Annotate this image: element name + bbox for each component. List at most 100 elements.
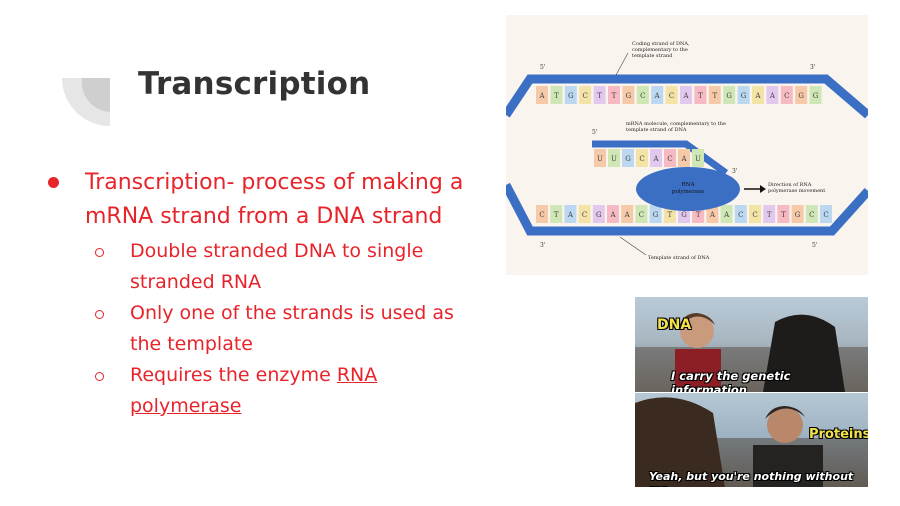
template-strand-base-letter: T bbox=[781, 211, 786, 219]
meme-bottom-scene bbox=[635, 397, 868, 487]
three-prime-top-right: 3' bbox=[810, 64, 816, 71]
template-strand-base-bg bbox=[607, 205, 619, 223]
mrna-base-letter: U bbox=[597, 155, 603, 163]
coding-strand-base-bg bbox=[694, 86, 707, 104]
coding-strand-base-letter: C bbox=[583, 92, 588, 100]
coding-strand-base-bg bbox=[780, 86, 793, 104]
template-strand-base-letter: G bbox=[596, 211, 602, 219]
template-strand-label: Template strand of DNA bbox=[648, 255, 710, 261]
bullet-dot bbox=[48, 177, 59, 188]
meme-bottom-panel: Proteins Yeah, but you're nothing withou… bbox=[635, 392, 868, 487]
template-strand-base-letter: C bbox=[752, 211, 757, 219]
coding-strand-base-letter: T bbox=[554, 92, 559, 100]
sub-bullet-text-prefix: Requires the enzyme bbox=[130, 364, 337, 386]
coding-strand-base-bg bbox=[723, 86, 736, 104]
template-strand-base-bg bbox=[777, 205, 790, 223]
mrna-base-letter: C bbox=[639, 155, 644, 163]
template-strand-base-bg bbox=[763, 205, 776, 223]
mrna-base-bg bbox=[636, 149, 648, 167]
mrna-base-bg bbox=[664, 149, 676, 167]
mrna-base-bg bbox=[678, 149, 690, 167]
template-strand-base-letter: T bbox=[767, 211, 772, 219]
bullet-list: Transcription- process of making a mRNA … bbox=[48, 166, 468, 422]
coding-strand-base-letter: T bbox=[612, 92, 617, 100]
sub-bullet-item: Requires the enzyme RNA polymerase bbox=[95, 360, 468, 422]
coding-strand-base-bg bbox=[651, 86, 664, 104]
coding-strand-base-letter: A bbox=[682, 92, 689, 100]
coding-strand-base-bg bbox=[766, 86, 779, 104]
coding-strand-base-letter: T bbox=[712, 92, 717, 100]
dna-proteins-meme: DNA I carry the genetic information Prot… bbox=[635, 297, 868, 487]
arrow-head bbox=[760, 185, 766, 193]
mrna-base-bg bbox=[650, 149, 662, 167]
template-strand-base-bg bbox=[578, 205, 591, 223]
template-strand-base-bg bbox=[734, 205, 747, 223]
coding-strand-base-bg bbox=[708, 86, 721, 104]
coding-strand-base-bg bbox=[593, 86, 606, 104]
five-prime-top-left: 5' bbox=[540, 64, 546, 71]
mrna-base-letter: U bbox=[611, 155, 617, 163]
mrna-base-bg bbox=[608, 149, 620, 167]
coding-strand-base-letter: G bbox=[741, 92, 747, 100]
template-strand-base-letter: A bbox=[709, 211, 716, 219]
template-strand-base-letter: A bbox=[624, 211, 631, 219]
decorative-corner-shape bbox=[62, 78, 110, 126]
coding-strand-base-letter: A bbox=[538, 92, 545, 100]
template-strand-base-letter: T bbox=[696, 211, 701, 219]
template-strand-base-letter: C bbox=[639, 211, 644, 219]
meme-caption-bottom: Yeah, but you're nothing without me bbox=[649, 470, 854, 487]
five-prime-bottom-right: 5' bbox=[812, 242, 818, 249]
template-label-pointer bbox=[619, 236, 647, 256]
meme-tag-dna: DNA bbox=[657, 317, 692, 333]
coding-strand-base-bg bbox=[579, 86, 592, 104]
coding-strand-base-bg bbox=[809, 86, 822, 104]
coding-strand-base-bg bbox=[622, 86, 635, 104]
meme-top-scene bbox=[635, 313, 868, 392]
template-strand-base-letter: A bbox=[567, 211, 574, 219]
coding-strand-base-bg bbox=[752, 86, 764, 104]
meme-caption-top: I carry the genetic information bbox=[671, 369, 791, 392]
template-strand-base-bg bbox=[791, 205, 804, 223]
five-prime-mrna: 5' bbox=[592, 129, 598, 136]
coding-strand-base-bg bbox=[737, 86, 750, 104]
coding-strand-base-bg bbox=[680, 86, 692, 104]
coding-strand-base-bg bbox=[636, 86, 649, 104]
three-prime-mrna: 3' bbox=[732, 168, 738, 175]
sub-bullet-marker bbox=[95, 248, 104, 257]
mrna-base-bg bbox=[622, 149, 634, 167]
sub-bullet-marker bbox=[95, 310, 104, 319]
rna-polymerase-link[interactable]: RNA polymerase bbox=[130, 364, 378, 417]
template-strand-base-letter: C bbox=[582, 211, 587, 219]
coding-strand-base-bg bbox=[536, 86, 548, 104]
mrna-base-bg bbox=[692, 149, 704, 167]
slide-title: Transcription bbox=[138, 66, 371, 102]
sub-bullet-list: Double stranded DNA to single stranded R… bbox=[48, 236, 468, 422]
template-strand-base-letter: G bbox=[681, 211, 687, 219]
bullet-item: Transcription- process of making a mRNA … bbox=[48, 166, 468, 234]
rna-polymerase-shape bbox=[636, 167, 740, 211]
template-strand-base-letter: T bbox=[554, 211, 559, 219]
coding-strand-base-letter: T bbox=[698, 92, 703, 100]
coding-strand-base-bg bbox=[550, 86, 563, 104]
coding-strand-base-letter: G bbox=[798, 92, 804, 100]
template-strand-base-letter: G bbox=[653, 211, 659, 219]
mrna-base-letter: U bbox=[695, 155, 701, 163]
sub-bullet-item: Only one of the strands is used as the t… bbox=[95, 298, 468, 360]
template-strand-base-letter: A bbox=[609, 211, 616, 219]
template-strand-base-bg bbox=[706, 205, 719, 223]
coding-strand-base-letter: C bbox=[784, 92, 789, 100]
coding-strand-base-letter: A bbox=[654, 92, 661, 100]
sub-bullet-text: Double stranded DNA to single stranded R… bbox=[130, 240, 424, 293]
coding-strand-base-letter: G bbox=[568, 92, 574, 100]
sub-bullet-item: Double stranded DNA to single stranded R… bbox=[95, 236, 468, 298]
template-strand-base-letter: T bbox=[667, 211, 672, 219]
template-strand-base-bg bbox=[649, 205, 662, 223]
three-prime-bottom-left: 3' bbox=[540, 242, 546, 249]
